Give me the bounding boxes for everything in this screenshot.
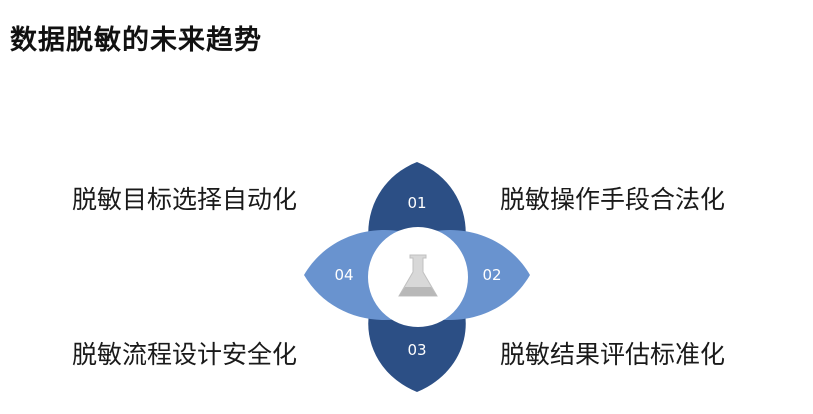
page-title: 数据脱敏的未来趋势 <box>10 25 262 56</box>
number-04: 04 <box>334 266 353 284</box>
number-02: 02 <box>482 266 501 284</box>
trend-label-04: 脱敏结果评估标准化 <box>500 340 726 369</box>
number-03: 03 <box>407 341 426 359</box>
flask-icon <box>398 254 438 297</box>
number-01: 01 <box>407 194 426 212</box>
trend-label-01: 脱敏目标选择自动化 <box>72 185 298 214</box>
trend-label-02: 脱敏操作手段合法化 <box>500 185 726 214</box>
trend-label-03: 脱敏流程设计安全化 <box>72 340 298 369</box>
